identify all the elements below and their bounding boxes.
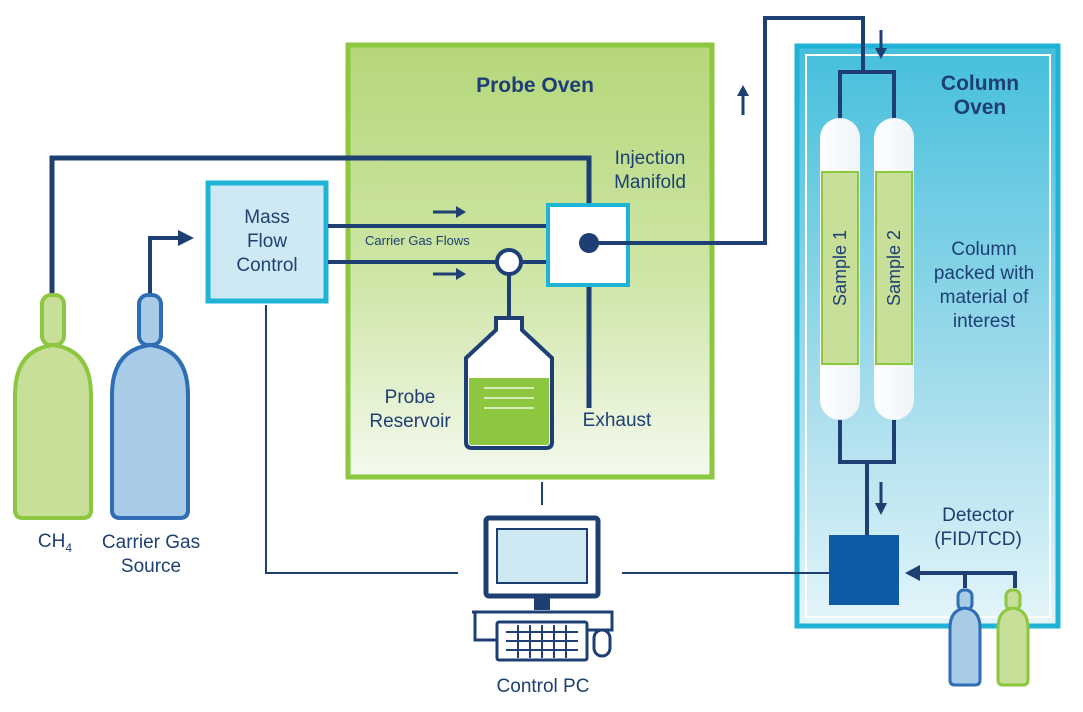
down-arrow-detector-head [875,503,887,515]
manifold-to-column-line [589,16,865,245]
column-packed-line3: material of [939,287,1029,308]
column-packed-line1: Column [951,239,1017,260]
mass-flow-control-label-line2: Flow [246,231,288,252]
ch4-label-base: CH [37,531,66,552]
carrier-gas-source-line1: Carrier Gas [101,532,201,553]
probe-oven-title: Probe Oven [476,74,594,97]
detector-label-line1: Detector [942,505,1014,526]
sample-1-pack [821,171,859,365]
valve [495,248,523,276]
column-oven-inner [805,54,1051,618]
detector-gas-arrow [905,565,920,581]
control-pc-icon [472,515,614,662]
sample-1-label: Sample 1 [830,229,850,307]
ch4-cylinder [13,293,93,520]
detector-cylinder-green [996,588,1030,687]
up-arrow-head [737,85,749,96]
reservoir-liquid [469,378,549,445]
mass-flow-control-label-line3: Control [236,255,298,276]
carrier-gas-source-line2: Source [120,556,182,577]
mass-flow-control-label-line1: Mass [244,207,290,228]
column-manifold-top [838,70,896,125]
detector-label-line2: (FID/TCD) [934,529,1022,550]
carrier-source-arrow [178,230,194,246]
detector [829,535,899,605]
sample-2-pack [875,171,913,365]
injection-manifold-label-line1: Injection [614,148,686,169]
carrier-gas-flows-label: Carrier Gas Flows [365,233,470,248]
detector-cylinder-blue [948,588,982,687]
detector-gas-line [920,571,1017,588]
column-manifold-bottom [838,415,896,535]
ch4-label: CH4 [20,530,90,560]
column-oven-title-line2: Oven [953,96,1007,119]
mfc-control-wire [265,305,458,574]
injection-manifold-label-line2: Manifold [614,172,686,193]
control-pc-label: Control PC [496,676,590,697]
flow-arrow-2-head [456,268,466,280]
down-arrow-top-head [875,48,887,59]
probe-reservoir-label-line2: Reservoir [369,411,451,432]
column-packed-line2: packed with [933,263,1035,284]
ch4-label-subscript: 4 [65,540,73,555]
exhaust-label: Exhaust [582,410,652,431]
sample-2-label: Sample 2 [884,229,904,307]
column-packed-line4: interest [952,311,1016,332]
column-oven-title-line1: Column [940,72,1020,95]
flow-arrow-1-head [456,206,466,218]
probe-reservoir-label-line1: Probe [384,387,436,408]
carrier-source-line [148,236,180,300]
carrier-gas-cylinder [110,293,190,520]
reservoir-lines [484,387,534,409]
mass-flow-control-box [205,180,329,304]
